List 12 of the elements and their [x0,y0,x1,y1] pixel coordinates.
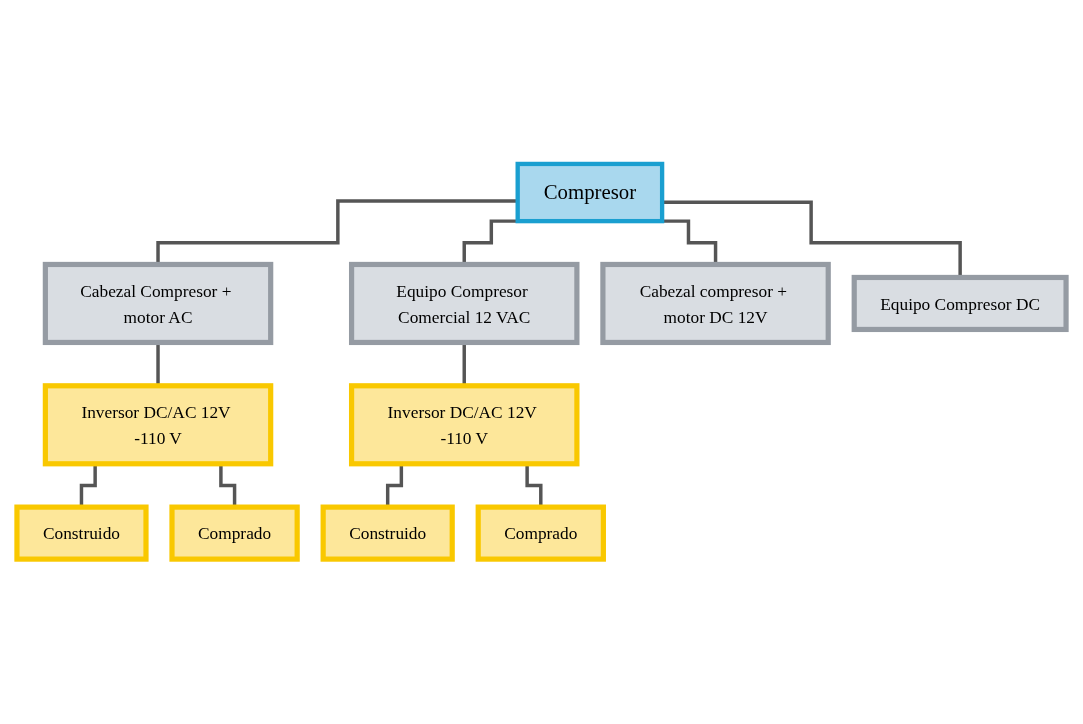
node-box [169,505,300,563]
node-box [320,505,455,563]
node-box [348,262,580,346]
node-box [600,262,831,346]
tree-diagram: Compresor Cabezal Compresor + motor AC Equipo Compresor Comercial 12 VAC Inversor DC/AC 12V -110 V Construido Comprado Inversor DC/AC 12V -110 V Construido Comprado Cabezal compresor + motor DC 12V Equipo Compresor DC [10,157,1073,567]
node-box [42,383,274,467]
node-box [42,262,274,346]
node-box [475,505,606,563]
node-box [515,162,665,224]
node-box [851,275,1069,333]
node-box [348,383,580,467]
node-box [14,505,149,563]
